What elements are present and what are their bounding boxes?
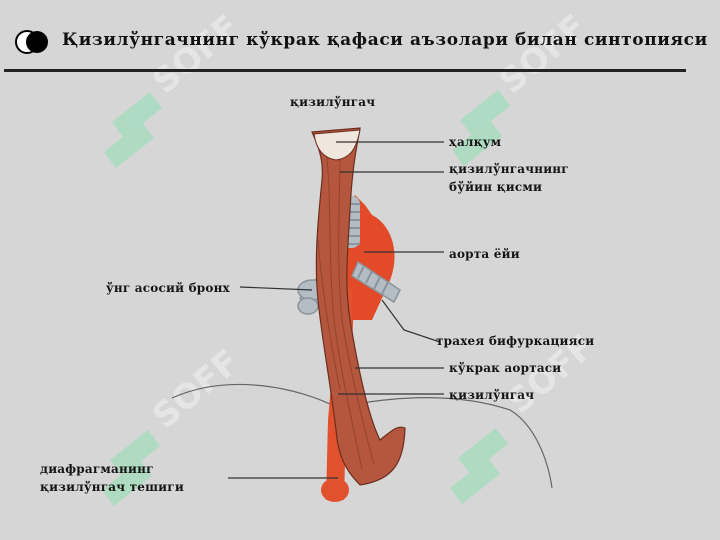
diaphragm-outline [171,383,553,489]
label-thoracic-aorta: кўкрак аортаси [449,361,562,375]
title-bullet-icon [15,30,48,54]
esophagus-shape [311,127,406,486]
label-neck-part-line2: бўйин қисми [449,180,543,194]
page-title: Қизилўнгачнинг кўкрак қафаси аъзолари би… [62,30,708,50]
label-aortic-arch: аорта ёйи [449,247,520,261]
label-right-bronchus: ўнг асосий бронх [106,281,230,295]
title-divider [4,69,686,72]
pharynx-opening [313,129,361,161]
label-diaphragm-line1: диафрагманинг [40,462,154,476]
leader-lines [228,141,444,479]
label-diaphragm-line2: қизилўнгач тешиги [40,480,184,494]
label-pharynx: ҳалқум [449,135,502,149]
label-neck-part-line1: қизилўнгачнинг [449,162,569,176]
aorta-lower-end [321,478,349,502]
label-esophagus-lower: қизилўнгач [449,388,535,402]
label-tracheal-bifurcation: трахея бифуркацияси [436,334,595,348]
slide-header: Қизилўнгачнинг кўкрак қафаси аъзолари би… [0,0,720,80]
label-esophagus-top: қизилўнгач [290,95,376,109]
